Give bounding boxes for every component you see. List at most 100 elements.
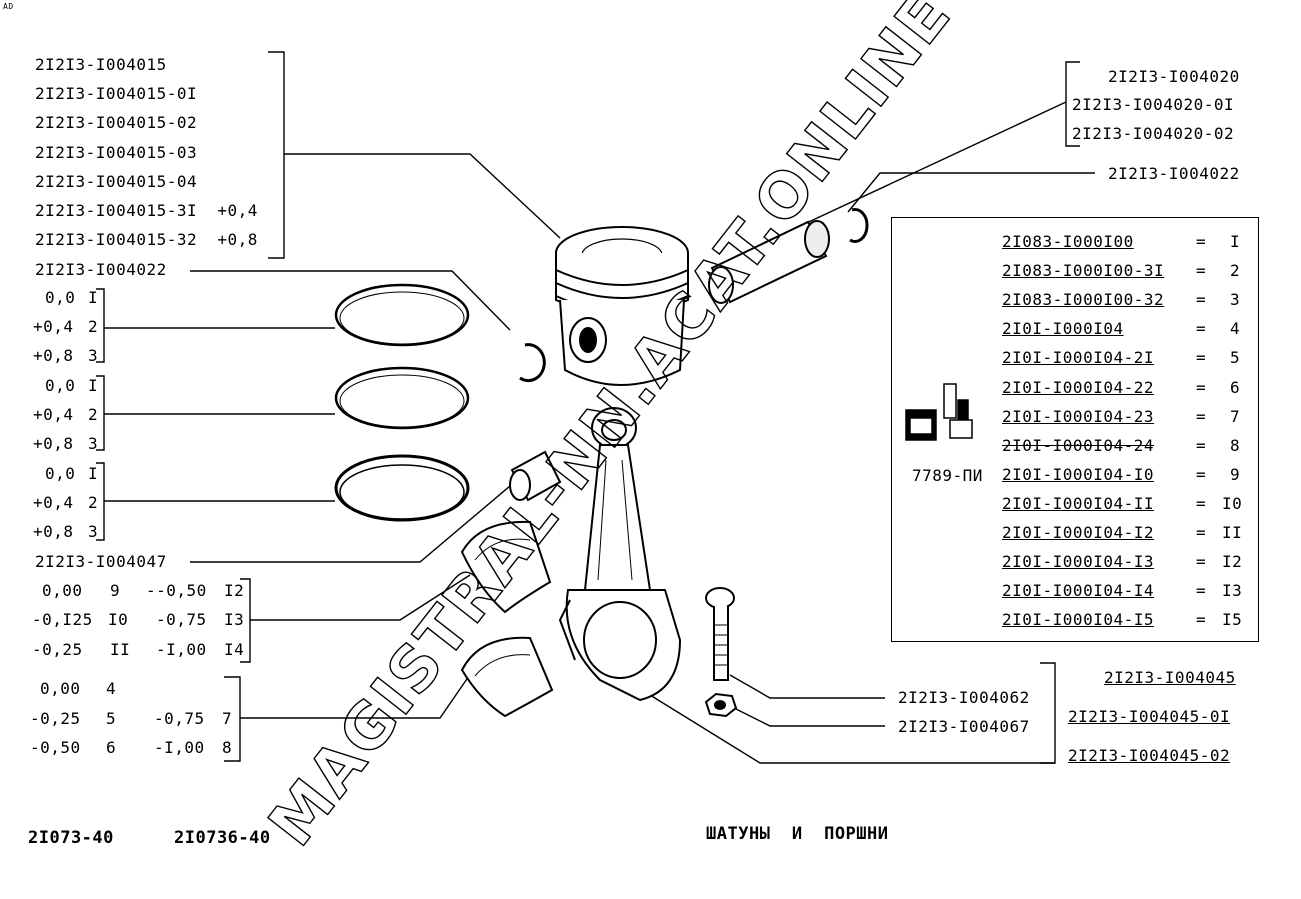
table-part: 2I0I-I000I04-I3 xyxy=(1002,552,1154,571)
piston-part: 2I2I3-I004015-32 +0,8 xyxy=(35,230,258,249)
table-eq: = xyxy=(1196,378,1207,397)
bearing-number: 6 xyxy=(106,738,117,757)
table-eq: = xyxy=(1196,290,1207,309)
piston-part: 2I2I3-I004015-04 xyxy=(35,172,198,191)
table-num: 5 xyxy=(1230,348,1241,367)
table-part: 2I0I-I000I04-I2 xyxy=(1002,523,1154,542)
nut-drawing xyxy=(704,692,738,718)
tool-label: 7789-ПИ xyxy=(912,466,983,485)
table-eq: = xyxy=(1196,319,1207,338)
ring-number: 2 xyxy=(88,493,99,512)
bearing-number: 9 xyxy=(110,581,121,600)
page-title: ШАТУНЫ И ПОРШНИ xyxy=(706,824,889,844)
piston-drawing xyxy=(555,226,689,386)
bearing-size: -0,25 xyxy=(30,709,81,728)
table-num: 3 xyxy=(1230,290,1241,309)
piston-part: 2I2I3-I004015-0I xyxy=(35,84,198,103)
table-part: 2I0I-I000I04 xyxy=(1002,319,1124,338)
bearing-size: -0,75 xyxy=(154,709,205,728)
nut-label: 2I2I3-I004067 xyxy=(898,717,1030,736)
table-num: 8 xyxy=(1230,436,1241,455)
piston-part: 2I2I3-I004015-03 xyxy=(35,143,198,162)
circlip-right-drawing xyxy=(849,208,869,243)
ring-number: I xyxy=(88,376,99,395)
bearing-number: I2 xyxy=(224,581,245,600)
ring-size: 0,0 xyxy=(45,464,76,483)
bearing-number: 7 xyxy=(222,709,233,728)
table-part: 2I083-I000I00 xyxy=(1002,232,1134,251)
connecting-rod-drawing xyxy=(558,407,682,702)
table-num: I xyxy=(1230,232,1241,251)
ring-size: +0,8 xyxy=(33,522,74,541)
pin-part: 2I2I3-I004020-0I xyxy=(1072,95,1235,114)
bolt-drawing xyxy=(705,587,735,681)
bushing-label: 2I2I3-I004047 xyxy=(35,552,167,571)
bearing-size: -0,I25 xyxy=(32,610,93,629)
rod-part: 2I2I3-I004045 xyxy=(1104,668,1236,687)
ring-size: +0,8 xyxy=(33,434,74,453)
bearing-size: -0,75 xyxy=(156,610,207,629)
table-part: 2I0I-I000I04-24 xyxy=(1002,436,1154,455)
table-part: 2I0I-I000I04-23 xyxy=(1002,407,1154,426)
table-eq: = xyxy=(1196,436,1207,455)
bearing-number: 5 xyxy=(106,709,117,728)
table-part: 2I083-I000I00-3I xyxy=(1002,261,1165,280)
table-eq: = xyxy=(1196,581,1207,600)
bearing-number: I4 xyxy=(224,640,245,659)
bearing-size: 0,00 xyxy=(40,679,81,698)
rod-part: 2I2I3-I004045-02 xyxy=(1068,746,1231,765)
piston-part: 2I2I3-I004015-3I +0,4 xyxy=(35,201,258,220)
table-num: I2 xyxy=(1222,552,1243,571)
table-num: I3 xyxy=(1222,581,1243,600)
table-part: 2I0I-I000I04-II xyxy=(1002,494,1154,513)
table-num: 7 xyxy=(1230,407,1241,426)
circlip-left-drawing xyxy=(519,343,546,383)
piston-pin-drawing xyxy=(708,220,830,304)
table-eq: = xyxy=(1196,232,1207,251)
ring-number: 3 xyxy=(88,346,99,365)
bearing-size: -I,00 xyxy=(154,738,205,757)
bearing-number: II xyxy=(110,640,131,659)
ring-number: I xyxy=(88,464,99,483)
table-eq: = xyxy=(1196,407,1207,426)
bearing-number: I3 xyxy=(224,610,245,629)
table-part: 2I083-I000I00-32 xyxy=(1002,290,1165,309)
bearing-shells-drawing xyxy=(460,520,554,718)
bearing-number: I0 xyxy=(108,610,129,629)
bearing-size: --0,50 xyxy=(146,581,207,600)
piston-part: 2I2I3-I004015 xyxy=(35,55,167,74)
table-part: 2I0I-I000I04-2I xyxy=(1002,348,1154,367)
bearing-size: -0,25 xyxy=(32,640,83,659)
table-num: 6 xyxy=(1230,378,1241,397)
table-eq: = xyxy=(1196,523,1207,542)
table-num: 9 xyxy=(1230,465,1241,484)
table-num: 2 xyxy=(1230,261,1241,280)
table-part: 2I0I-I000I04-22 xyxy=(1002,378,1154,397)
ring-number: 2 xyxy=(88,317,99,336)
table-part: 2I0I-I000I04-I4 xyxy=(1002,581,1154,600)
table-part: 2I0I-I000I04-I5 xyxy=(1002,610,1154,629)
rings-drawing xyxy=(334,283,470,522)
table-num: I5 xyxy=(1222,610,1243,629)
ring-size: +0,4 xyxy=(33,317,74,336)
ring-number: I xyxy=(88,288,99,307)
table-num: I0 xyxy=(1222,494,1243,513)
model-code-1: 2I073-40 xyxy=(28,828,114,848)
ring-size: +0,8 xyxy=(33,346,74,365)
pin-part: 2I2I3-I004020-02 xyxy=(1072,124,1235,143)
circlip-left-label: 2I2I3-I004022 xyxy=(35,260,167,279)
pin-part: 2I2I3-I004020 xyxy=(1108,67,1240,86)
table-part: 2I0I-I000I04-I0 xyxy=(1002,465,1154,484)
bearing-number: 4 xyxy=(106,679,117,698)
ring-number: 3 xyxy=(88,522,99,541)
bushing-drawing xyxy=(509,450,562,502)
model-code-2: 2I0736-40 xyxy=(174,828,271,848)
fitting-table xyxy=(891,217,1259,642)
bearing-size: 0,00 xyxy=(42,581,83,600)
bearing-size: -I,00 xyxy=(156,640,207,659)
bearing-number: 8 xyxy=(222,738,233,757)
table-eq: = xyxy=(1196,348,1207,367)
piston-part: 2I2I3-I004015-02 xyxy=(35,113,198,132)
ring-size: 0,0 xyxy=(45,288,76,307)
